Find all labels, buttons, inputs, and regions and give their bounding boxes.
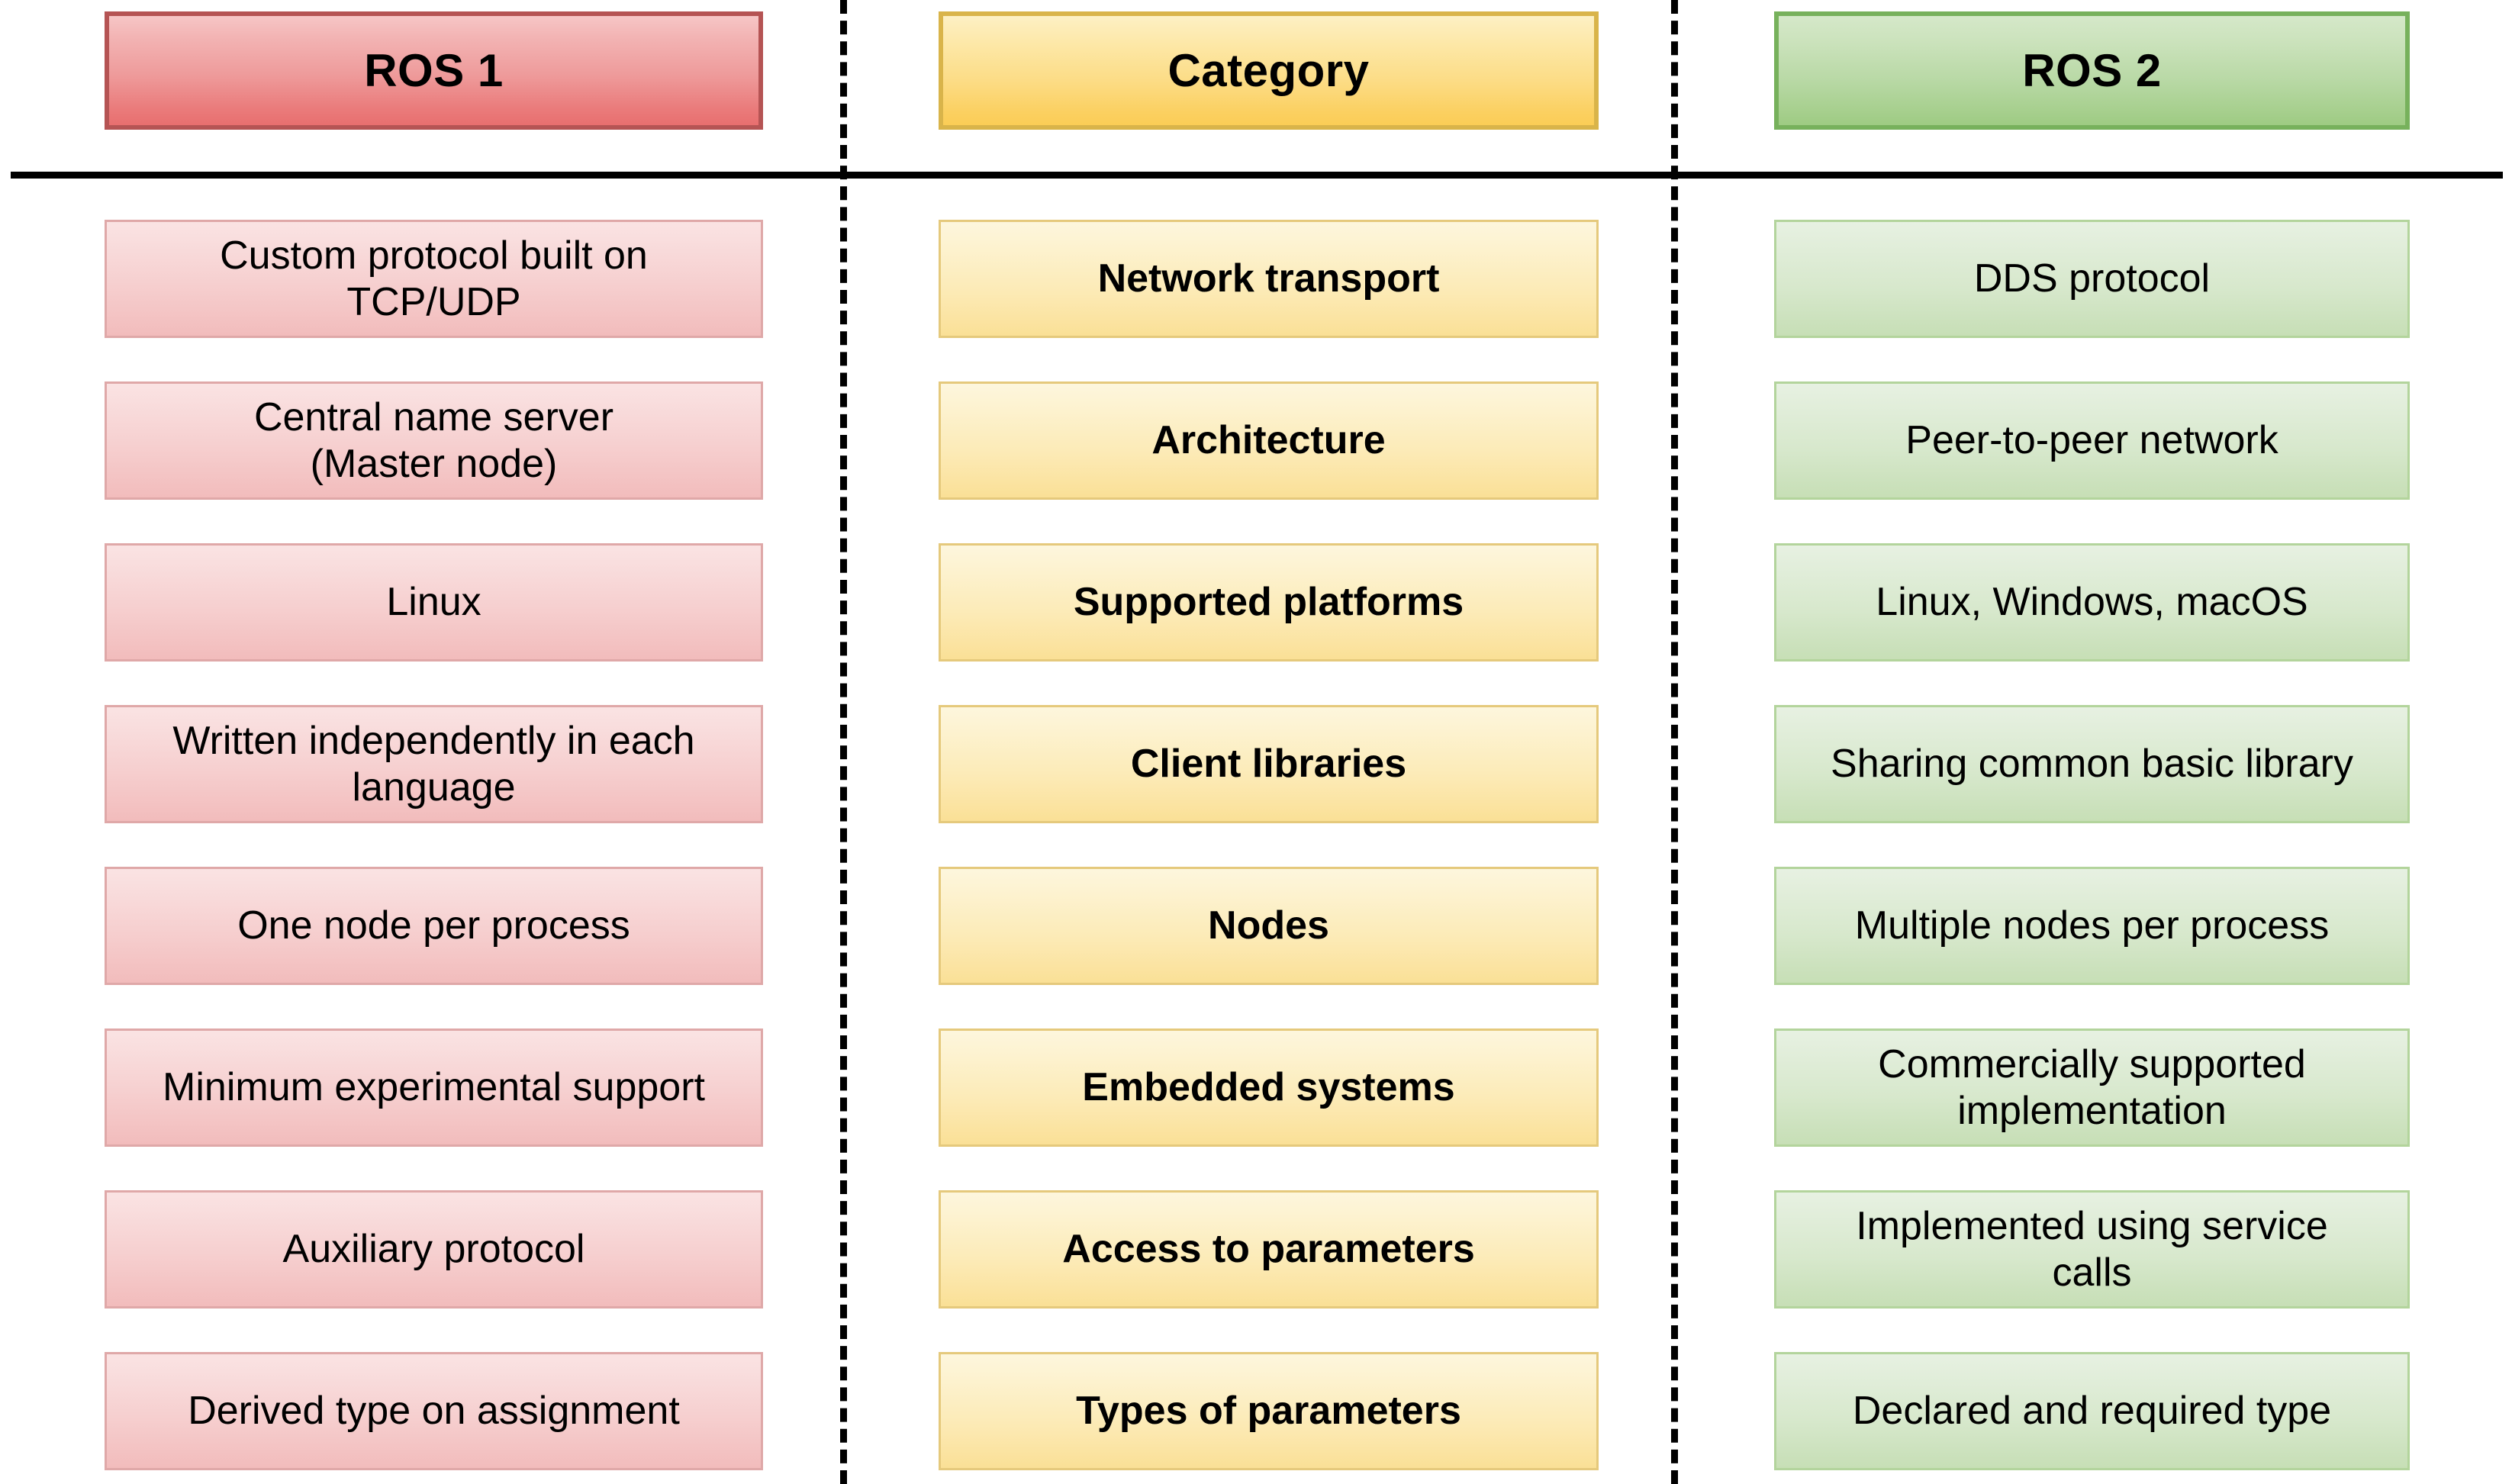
table-row: Linux xyxy=(105,543,763,662)
column-divider-left xyxy=(840,0,847,1484)
cell-category: Architecture xyxy=(1151,418,1386,463)
cell-ros2: Peer-to-peer network xyxy=(1905,418,2279,463)
table-row: Auxiliary protocol xyxy=(105,1190,763,1309)
cell-ros1: Custom protocol built on TCP/UDP xyxy=(220,233,648,324)
table-row: Types of parameters xyxy=(939,1352,1599,1470)
cell-category: Nodes xyxy=(1208,903,1329,948)
table-row: Nodes xyxy=(939,867,1599,985)
cell-category: Client libraries xyxy=(1130,742,1407,787)
cell-ros2: DDS protocol xyxy=(1973,256,2211,301)
table-row: Derived type on assignment xyxy=(105,1352,763,1470)
cell-category: Types of parameters xyxy=(1076,1389,1461,1434)
cell-category: Supported platforms xyxy=(1073,580,1464,625)
table-row: Written independently in each language xyxy=(105,705,763,823)
cell-ros1: Linux xyxy=(386,580,481,625)
cell-ros2: Multiple nodes per process xyxy=(1854,903,2330,948)
table-row: Sharing common basic library xyxy=(1774,705,2410,823)
table-row: Client libraries xyxy=(939,705,1599,823)
column-divider-right xyxy=(1671,0,1678,1484)
table-row: One node per process xyxy=(105,867,763,985)
cell-ros2: Sharing common basic library xyxy=(1831,742,2353,787)
table-row: Custom protocol built on TCP/UDP xyxy=(105,220,763,338)
cell-ros2: Linux, Windows, macOS xyxy=(1876,580,2308,625)
table-row: Supported platforms xyxy=(939,543,1599,662)
table-row: Architecture xyxy=(939,381,1599,500)
cell-ros1: Central name server (Master node) xyxy=(253,395,614,486)
table-row: Peer-to-peer network xyxy=(1774,381,2410,500)
cell-category: Access to parameters xyxy=(1062,1227,1475,1272)
cell-ros2: Declared and required type xyxy=(1852,1389,2332,1434)
table-row: Implemented using service calls xyxy=(1774,1190,2410,1309)
table-row: DDS protocol xyxy=(1774,220,2410,338)
cell-ros2: Commercially supported implementation xyxy=(1878,1042,2306,1133)
header-separator-rule xyxy=(11,172,2503,179)
table-row: Embedded systems xyxy=(939,1028,1599,1147)
table-row: Access to parameters xyxy=(939,1190,1599,1309)
cell-ros1: Derived type on assignment xyxy=(188,1389,680,1434)
column-header-ros1: ROS 1 xyxy=(105,11,763,130)
column-header-category: Category xyxy=(939,11,1599,130)
table-row: Minimum experimental support xyxy=(105,1028,763,1147)
cell-ros1: Written independently in each language xyxy=(172,719,695,810)
column-header-ros2-label: ROS 2 xyxy=(2022,44,2162,96)
table-row: Linux, Windows, macOS xyxy=(1774,543,2410,662)
cell-ros1: One node per process xyxy=(237,903,630,948)
table-row: Network transport xyxy=(939,220,1599,338)
cell-category: Embedded systems xyxy=(1082,1065,1455,1110)
table-row: Declared and required type xyxy=(1774,1352,2410,1470)
column-header-ros1-label: ROS 1 xyxy=(364,44,504,96)
table-row: Central name server (Master node) xyxy=(105,381,763,500)
table-row: Multiple nodes per process xyxy=(1774,867,2410,985)
cell-ros1: Minimum experimental support xyxy=(163,1065,705,1110)
cell-ros1: Auxiliary protocol xyxy=(282,1227,585,1272)
column-header-category-label: Category xyxy=(1167,44,1370,96)
column-header-ros2: ROS 2 xyxy=(1774,11,2410,130)
table-row: Commercially supported implementation xyxy=(1774,1028,2410,1147)
cell-category: Network transport xyxy=(1097,256,1440,301)
cell-ros2: Implemented using service calls xyxy=(1856,1204,2328,1295)
